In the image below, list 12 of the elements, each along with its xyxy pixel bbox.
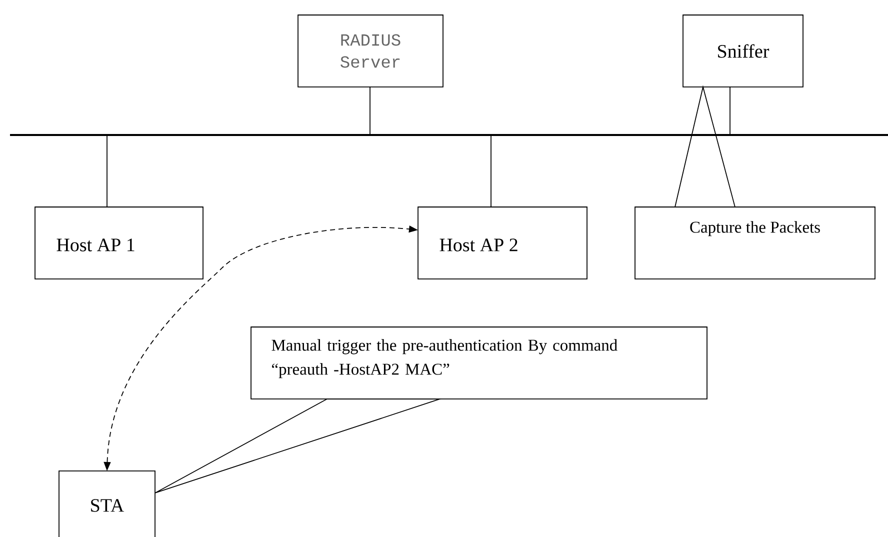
- device-box: STA: [58, 470, 156, 537]
- device-box: Host AP 1: [34, 206, 204, 280]
- device-box: Sniffer: [682, 14, 804, 88]
- leader-line: [674, 85, 736, 208]
- callout-box: Capture the Packets: [634, 206, 876, 280]
- connector-line: [490, 134, 492, 208]
- device-box: Host AP 2: [418, 206, 588, 280]
- bus-line: [10, 134, 888, 136]
- connector-line: [106, 134, 108, 208]
- server-box: RADIUS Server: [298, 14, 444, 88]
- leader-line: [154, 398, 443, 494]
- callout-box: Manual trigger the pre-authentication By command “preauth -HostAP2 MAC”: [250, 326, 708, 400]
